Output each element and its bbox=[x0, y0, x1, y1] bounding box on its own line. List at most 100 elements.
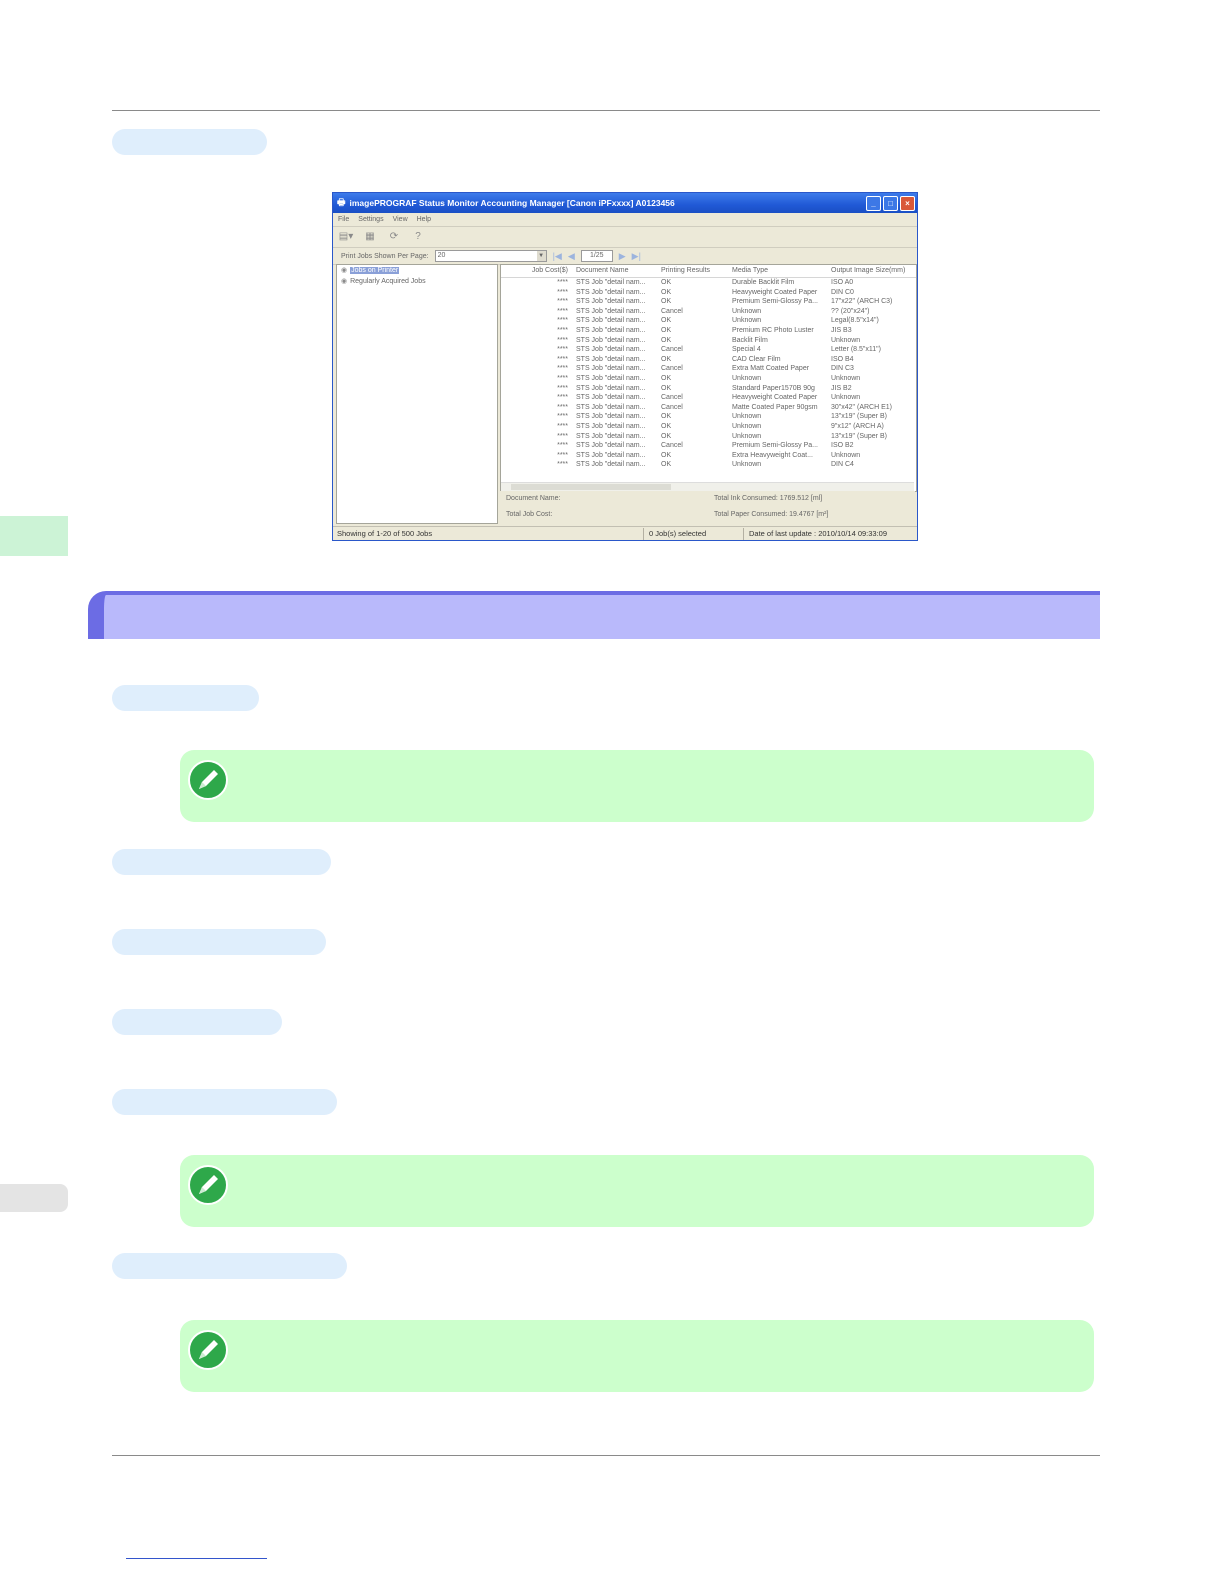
properties-icon[interactable]: ▦ bbox=[365, 231, 375, 242]
table-cell: 17"x22" (ARCH C3) bbox=[831, 298, 893, 306]
file-icon[interactable]: ▤▾ bbox=[338, 231, 354, 242]
table-cell: Durable Backlit Film bbox=[732, 279, 795, 286]
table-cell: DIN C4 bbox=[831, 461, 854, 469]
menu-settings[interactable]: Settings bbox=[358, 216, 384, 223]
table-cell: Standard Paper1570B 90g bbox=[732, 384, 815, 392]
table-cell: STS Job "detail nam... bbox=[576, 365, 646, 373]
column-header[interactable]: Printing Results bbox=[661, 267, 711, 274]
table-cell: **** bbox=[557, 461, 568, 469]
table-cell: Unknown bbox=[732, 413, 762, 421]
table-cell: **** bbox=[557, 326, 568, 334]
maximize-button[interactable]: □ bbox=[883, 195, 898, 211]
first-page-icon[interactable]: |◀ bbox=[552, 250, 562, 261]
table-cell: **** bbox=[557, 432, 568, 440]
table-cell: 30"x42" (ARCH E1) bbox=[831, 403, 892, 411]
column-header[interactable]: Output Image Size(mm) bbox=[831, 267, 906, 274]
note-box bbox=[180, 1155, 1094, 1227]
section-heading-pill bbox=[112, 849, 331, 875]
table-cell: **** bbox=[557, 365, 568, 373]
table-cell: Cancel bbox=[661, 394, 683, 402]
table-cell: **** bbox=[557, 403, 568, 411]
table-cell: STS Job "detail nam... bbox=[576, 413, 646, 421]
table-cell: Unknown bbox=[732, 461, 762, 469]
section-heading-pill bbox=[112, 929, 326, 955]
tree-item-regularly-acquired[interactable]: ◉Regularly Acquired Jobs bbox=[341, 278, 426, 285]
menu-view[interactable]: View bbox=[392, 216, 408, 223]
table-cell: OK bbox=[661, 422, 672, 430]
section-heading-pill bbox=[112, 1089, 337, 1115]
horizontal-scrollbar[interactable] bbox=[501, 482, 914, 491]
table-cell: CAD Clear Film bbox=[732, 355, 781, 363]
table-cell: Premium RC Photo Luster bbox=[732, 326, 814, 334]
job-tree: ◉Jobs on Printer ◉Regularly Acquired Job… bbox=[336, 264, 498, 524]
table-cell: **** bbox=[557, 317, 568, 325]
menu-help[interactable]: Help bbox=[416, 216, 432, 223]
table-cell: **** bbox=[557, 279, 568, 286]
minimize-button[interactable]: _ bbox=[866, 195, 881, 211]
table-cell: STS Job "detail nam... bbox=[576, 279, 646, 286]
column-header[interactable]: Media Type bbox=[732, 267, 769, 274]
table-cell: **** bbox=[557, 374, 568, 382]
table-cell: Extra Heavyweight Coat... bbox=[732, 451, 813, 459]
note-box bbox=[180, 1320, 1094, 1392]
prev-page-icon[interactable]: ◀ bbox=[567, 250, 575, 261]
table-cell: 9"x12" (ARCH A) bbox=[831, 422, 884, 430]
footer-link[interactable] bbox=[126, 1558, 267, 1559]
table-cell: ISO B2 bbox=[831, 442, 854, 450]
close-button[interactable]: × bbox=[900, 195, 915, 211]
table-cell: STS Job "detail nam... bbox=[576, 355, 646, 363]
table-body: **** STS Job "detail nam... OK Durable Back… bbox=[501, 278, 916, 470]
tree-item-jobs-on-printer[interactable]: ◉Jobs on Printer bbox=[341, 267, 400, 274]
table-cell: JIS B3 bbox=[831, 326, 852, 334]
help-icon[interactable]: ? bbox=[415, 231, 421, 242]
scrollbar-thumb[interactable] bbox=[511, 484, 671, 490]
table-cell: STS Job "detail nam... bbox=[576, 326, 646, 334]
page-number-field[interactable]: 1/25 bbox=[580, 250, 613, 262]
table-cell: **** bbox=[557, 307, 568, 315]
last-page-icon[interactable]: ▶| bbox=[631, 250, 641, 261]
refresh-icon[interactable]: ⟳ bbox=[389, 231, 399, 242]
printer-icon: ◉ bbox=[341, 267, 348, 274]
table-cell: ISO B4 bbox=[831, 355, 854, 363]
job-table: Job Cost($) Document Name Printing Resul… bbox=[500, 264, 917, 492]
column-header[interactable]: Document Name bbox=[576, 267, 629, 274]
column-header[interactable]: Job Cost($) bbox=[531, 267, 568, 274]
table-cell: STS Job "detail nam... bbox=[576, 422, 646, 430]
table-cell: STS Job "detail nam... bbox=[576, 336, 646, 344]
page-bar: Print Jobs Shown Per Page: 20▼ |◀ ◀ 1/25… bbox=[333, 248, 917, 265]
table-cell: Unknown bbox=[831, 451, 861, 459]
jobs-per-page-label: Print Jobs Shown Per Page: bbox=[341, 252, 429, 260]
table-cell: Unknown bbox=[732, 422, 762, 430]
accounting-manager-window: 🖶 imagePROGRAF Status Monitor Accounting… bbox=[332, 192, 918, 541]
table-cell: **** bbox=[557, 384, 568, 392]
table-cell: STS Job "detail nam... bbox=[576, 346, 646, 354]
jobs-per-page-value: 20 bbox=[437, 252, 446, 259]
window-title: imagePROGRAF Status Monitor Accounting M… bbox=[349, 198, 675, 208]
jobs-per-page-select[interactable]: 20▼ bbox=[434, 250, 547, 262]
menu-file[interactable]: File bbox=[338, 216, 350, 223]
table-cell: STS Job "detail nam... bbox=[576, 432, 646, 440]
table-cell: STS Job "detail nam... bbox=[576, 288, 646, 296]
section-heading-pill bbox=[112, 129, 267, 155]
next-page-icon[interactable]: ▶ bbox=[618, 250, 626, 261]
